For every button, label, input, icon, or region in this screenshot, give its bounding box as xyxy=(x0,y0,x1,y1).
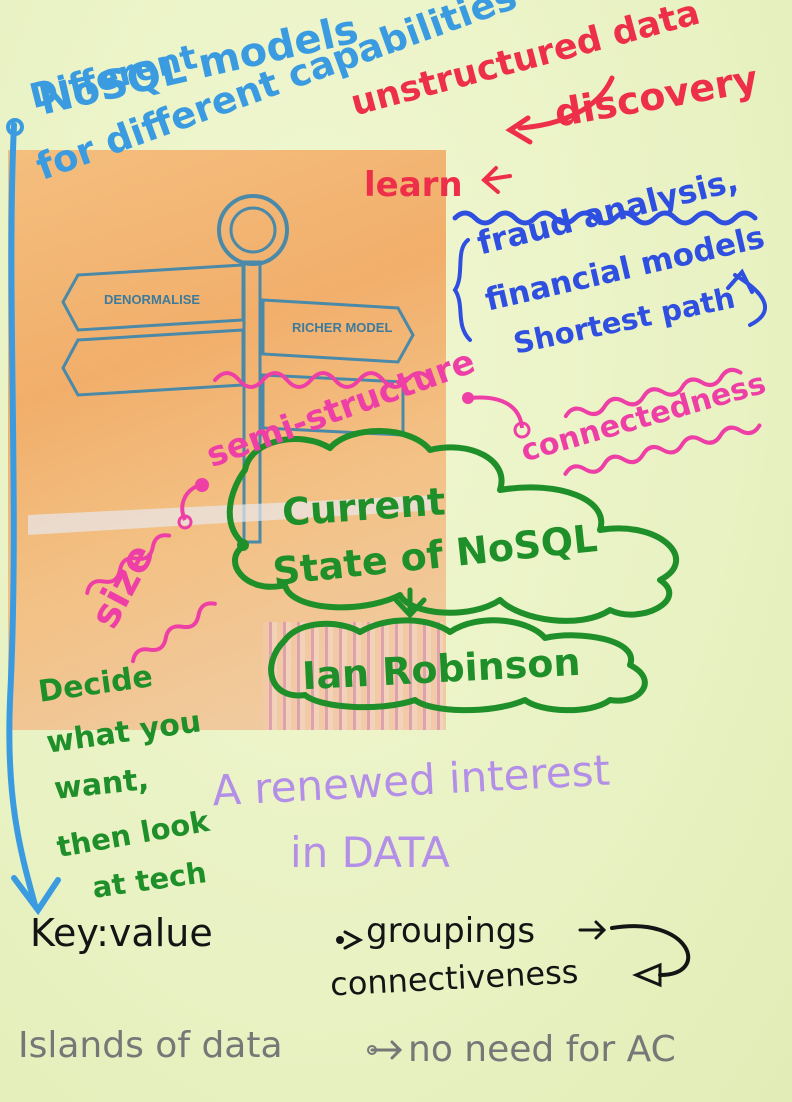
note-islands-of-data: Islands of data xyxy=(18,1025,283,1066)
headline-in-data: in DATA xyxy=(290,828,450,877)
note-key-value: Key:value xyxy=(30,911,213,955)
title-current: Current xyxy=(280,479,447,535)
note-no-need-for-ac: no need for AC xyxy=(408,1029,676,1070)
sign-denormalise: DENORMALISE xyxy=(104,292,201,307)
sign-richer-model: RICHER MODEL xyxy=(292,320,393,335)
timeline-start-dot xyxy=(6,118,24,136)
photo-crowd-strip xyxy=(263,622,443,730)
timeline-arrow-head xyxy=(11,875,61,916)
signpost-photo: DENORMALISE RICHER MODEL xyxy=(8,150,446,730)
timeline-line xyxy=(6,122,38,908)
note-learn: learn xyxy=(364,165,463,205)
note-groupings: groupings xyxy=(366,911,536,951)
